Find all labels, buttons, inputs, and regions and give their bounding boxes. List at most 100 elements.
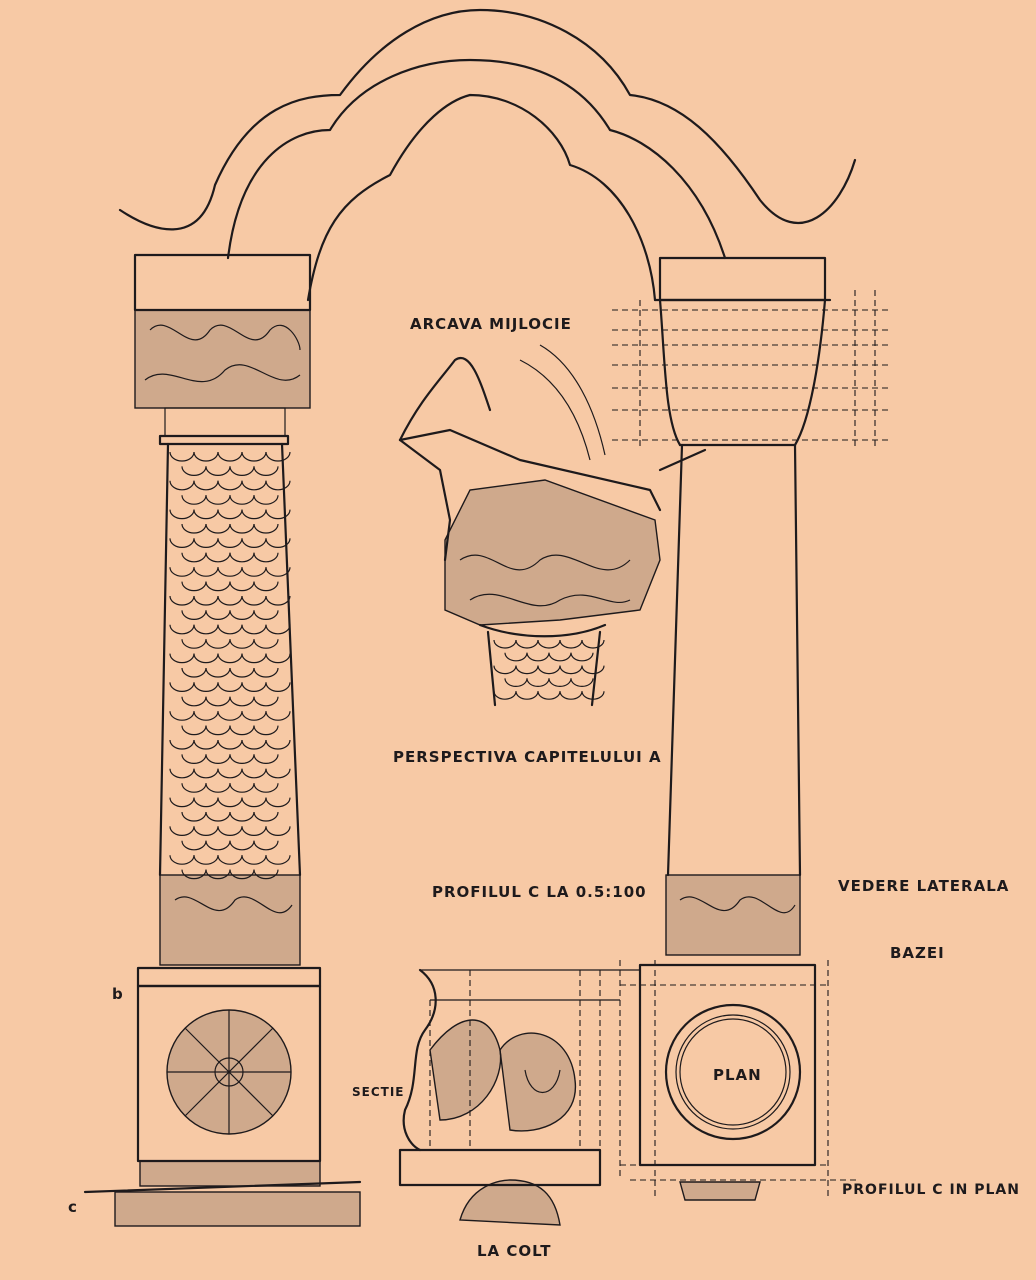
scale-motif [169, 653, 195, 664]
scale-motif [193, 739, 219, 750]
scale-motif [253, 523, 279, 534]
label-profilul-in-plan: PROFILUL C IN PLAN [842, 1182, 1020, 1198]
scale-motif [229, 869, 255, 880]
label-vedere-laterala: VEDERE LATERALA [838, 877, 1010, 895]
scale-motif [253, 581, 279, 592]
scale-motif [217, 855, 243, 865]
scale-motif [548, 678, 572, 687]
scale-motif [205, 725, 231, 736]
scale-motif [205, 754, 231, 764]
scale-motif [253, 783, 279, 793]
scale-motif [193, 682, 219, 692]
rosette-ornament [166, 1009, 292, 1135]
scale-motif [181, 466, 207, 476]
scale-motif [265, 624, 291, 635]
scale-motif [265, 797, 291, 808]
scale-motif [193, 768, 219, 779]
scale-motif [181, 610, 207, 620]
scale-motif [181, 840, 207, 851]
scale-motif [181, 581, 207, 592]
scale-motif [181, 783, 207, 793]
scale-motif [193, 480, 219, 491]
scale-motif [181, 754, 207, 764]
scale-motif [229, 466, 255, 476]
scale-motif [181, 667, 207, 678]
scale-motif [193, 567, 219, 577]
scale-motif [229, 639, 255, 649]
scale-motif [169, 480, 195, 491]
scale-motif [217, 567, 243, 577]
scale-motif [169, 595, 195, 606]
scale-motif [193, 595, 219, 606]
scale-motif [241, 595, 267, 606]
scale-motif [241, 509, 267, 520]
scale-motif [193, 509, 219, 520]
scale-motif [253, 466, 279, 476]
scale-motif [548, 652, 572, 662]
scale-motif [205, 639, 231, 649]
scale-motif [229, 610, 255, 620]
scale-motif [253, 725, 279, 736]
scale-motif [169, 451, 195, 462]
scale-motif [169, 797, 195, 808]
scale-motif [169, 624, 195, 635]
scale-motif [217, 768, 243, 779]
scale-motif [241, 739, 267, 750]
scale-motif [229, 811, 255, 822]
scale-motif [205, 869, 231, 880]
scale-motif [493, 639, 517, 649]
scale-motif [205, 466, 231, 476]
label-bazei: BAZEI [890, 944, 945, 962]
label-plan: PLAN [713, 1066, 762, 1084]
scale-motif [265, 739, 291, 750]
scale-motif [265, 855, 291, 865]
scale-motif [205, 581, 231, 592]
scale-motif [193, 653, 219, 664]
scale-motif [253, 552, 279, 563]
scale-motif [205, 523, 231, 534]
scale-motif [217, 538, 243, 548]
scale-motif [253, 840, 279, 851]
scale-motif [205, 667, 231, 678]
scale-motif [559, 639, 583, 649]
scale-motif [229, 754, 255, 764]
label-perspectiva: PERSPECTIVA CAPITELULUI A [393, 748, 662, 766]
scale-motif [217, 480, 243, 491]
scale-motif [205, 495, 231, 505]
scale-motif [265, 451, 291, 462]
scale-motif [217, 826, 243, 836]
scale-motif [265, 595, 291, 606]
scale-motif [229, 495, 255, 505]
scale-motif [229, 581, 255, 592]
scale-motif [493, 691, 517, 700]
scale-motif [537, 639, 561, 649]
scale-motif [241, 797, 267, 808]
scale-motif [205, 696, 231, 707]
scale-motif [537, 665, 561, 675]
scale-motif [265, 682, 291, 692]
scale-motif [217, 739, 243, 750]
scale-motif [241, 826, 267, 836]
scale-motif [181, 552, 207, 563]
scale-motif [526, 678, 550, 687]
scale-motif [181, 495, 207, 505]
scale-motif [504, 652, 528, 662]
scale-motif [217, 509, 243, 520]
scale-motif [504, 678, 528, 687]
scale-motif [193, 855, 219, 865]
scale-motif [169, 711, 195, 721]
scale-motif [181, 725, 207, 736]
scale-motif [205, 783, 231, 793]
scale-motif [265, 711, 291, 721]
scale-motif [493, 665, 517, 675]
scale-motif [253, 610, 279, 620]
scale-motif [526, 652, 550, 662]
scale-motif [181, 811, 207, 822]
scale-motif [169, 567, 195, 577]
scale-motif [181, 523, 207, 534]
scale-motif [570, 678, 594, 687]
scale-motif [241, 567, 267, 577]
scale-motif [241, 538, 267, 548]
scale-motif [253, 639, 279, 649]
scale-motif [515, 665, 539, 675]
